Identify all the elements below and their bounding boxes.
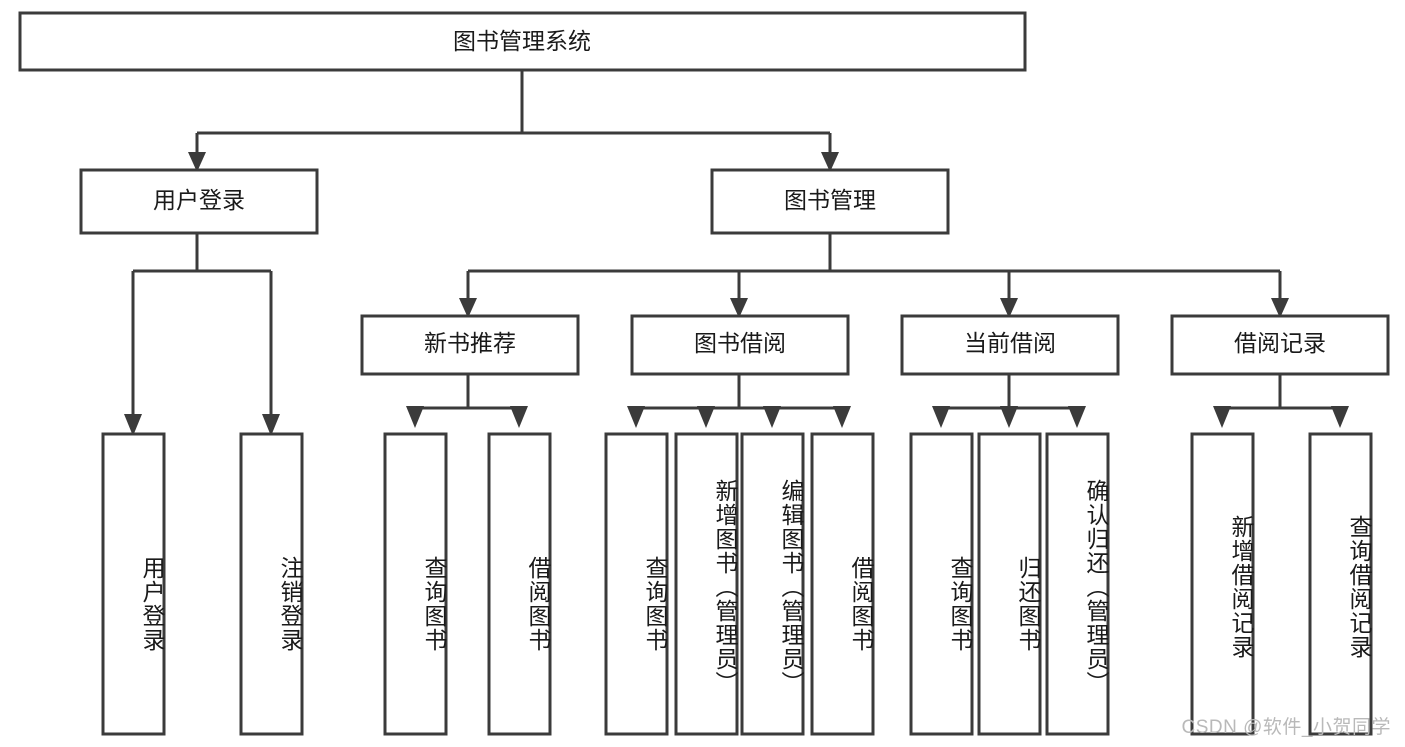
node-leaf-add-record-box[interactable] — [1190, 432, 1255, 736]
arrowhead-leaf-query-record — [1331, 406, 1349, 428]
arrowhead-leaf-user-login — [124, 414, 142, 436]
node-leaf-return-book-box[interactable] — [977, 432, 1042, 736]
arrowhead-leaf-borrow-book-2 — [833, 406, 851, 428]
arrowhead-leaf-borrow-book-1 — [510, 406, 528, 428]
csdn-watermark: CSDN @软件_小贺同学 — [1181, 717, 1391, 738]
arrowhead-borrow-record — [1271, 298, 1289, 318]
node-book-borrow[interactable]: 图书借阅 — [630, 314, 850, 376]
node-root-label: 图书管理系统 — [453, 28, 591, 54]
arrowhead-user-login — [188, 152, 206, 172]
connector-bookborrow-bus — [634, 374, 844, 420]
connector-bookmanage-bus — [466, 233, 1282, 304]
arrowhead-leaf-add-record — [1213, 406, 1231, 428]
node-leaf-query-record-box[interactable] — [1308, 432, 1373, 736]
node-leaf-user-login-box[interactable] — [101, 432, 166, 736]
node-book-manage[interactable]: 图书管理 — [710, 168, 950, 235]
arrowhead-leaf-query-book-3 — [932, 406, 950, 428]
connector-root-bus — [195, 70, 832, 158]
node-leaf-query-book-3-box[interactable] — [909, 432, 974, 736]
leaf-boxes-group — [101, 432, 1373, 736]
node-book-manage-box[interactable] — [710, 168, 950, 235]
node-new-book-recommend-box[interactable] — [360, 314, 580, 376]
node-leaf-query-book-2-box[interactable] — [604, 432, 669, 736]
node-user-login-box[interactable] — [79, 168, 319, 235]
arrowhead-leaf-query-book-1 — [406, 406, 424, 428]
node-current-borrow-box[interactable] — [900, 314, 1120, 376]
node-current-borrow[interactable]: 当前借阅 — [900, 314, 1120, 376]
arrowhead-new-book-recommend — [459, 298, 477, 318]
node-leaf-confirm-return-box[interactable] — [1045, 432, 1110, 736]
node-borrow-record[interactable]: 借阅记录 — [1170, 314, 1390, 376]
node-leaf-borrow-book-1-box[interactable] — [487, 432, 552, 736]
node-leaf-user-logout-box[interactable] — [239, 432, 304, 736]
connectors-group — [124, 70, 1349, 436]
connector-newbook-bus — [413, 374, 521, 420]
arrowhead-leaf-add-book — [697, 406, 715, 428]
arrowhead-leaf-return-book — [1000, 406, 1018, 428]
connector-borrowrecord-bus — [1220, 374, 1342, 420]
arrowhead-leaf-user-logout — [262, 414, 280, 436]
node-root-box[interactable] — [18, 11, 1027, 72]
node-borrow-record-label: 借阅记录 — [1234, 330, 1326, 356]
arrowhead-book-borrow — [730, 298, 748, 318]
node-book-borrow-box[interactable] — [630, 314, 850, 376]
node-book-manage-label: 图书管理 — [784, 187, 876, 213]
node-root[interactable]: 图书管理系统 — [18, 11, 1027, 72]
arrowhead-leaf-query-book-2 — [627, 406, 645, 428]
arrowhead-book-manage — [821, 152, 839, 172]
node-borrow-record-box[interactable] — [1170, 314, 1390, 376]
node-leaf-add-book-box[interactable] — [674, 432, 739, 736]
node-leaf-borrow-book-2-box[interactable] — [810, 432, 875, 736]
node-current-borrow-label: 当前借阅 — [964, 330, 1056, 356]
node-leaf-edit-book-box[interactable] — [740, 432, 805, 736]
arrowhead-leaf-confirm-return — [1068, 406, 1086, 428]
arrowhead-current-borrow — [1000, 298, 1018, 318]
node-new-book-recommend-label: 新书推荐 — [424, 330, 516, 356]
arrowhead-leaf-edit-book — [763, 406, 781, 428]
node-leaf-query-book-1-box[interactable] — [383, 432, 448, 736]
node-user-login[interactable]: 用户登录 — [79, 168, 319, 235]
node-book-borrow-label: 图书借阅 — [694, 330, 786, 356]
connector-userlogin-bus — [131, 233, 273, 420]
node-new-book-recommend[interactable]: 新书推荐 — [360, 314, 580, 376]
node-user-login-label: 用户登录 — [153, 187, 245, 213]
